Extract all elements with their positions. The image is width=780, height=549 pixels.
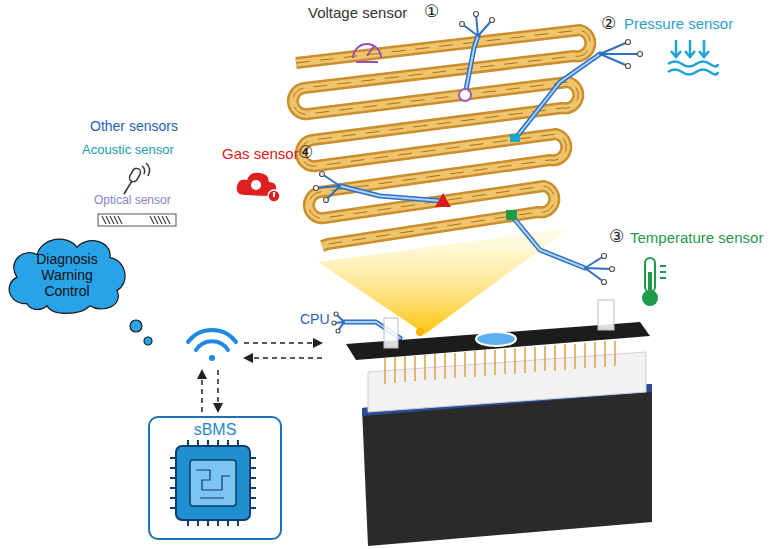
sensor-label: Acoustic sensor: [82, 143, 174, 158]
pressure-point: [510, 134, 520, 142]
chip-icon: [170, 440, 256, 526]
thought-bubble: [130, 320, 142, 332]
sensor-label: Pressure sensor: [624, 15, 733, 32]
temperature-point: [506, 210, 517, 220]
gauge-icon: [353, 44, 381, 62]
flexible-film: [293, 30, 590, 246]
gas-point: [435, 193, 451, 207]
voltage-point: [459, 89, 471, 101]
callout-number: ③: [609, 227, 624, 247]
wireless-links: [202, 343, 322, 412]
optical-fiber-icon: [98, 214, 176, 226]
sensor-leads: [314, 12, 643, 339]
thought-cloud: Diagnosis Warning Control: [2, 232, 132, 316]
thermometer-icon: [642, 258, 666, 306]
callout-number: ①: [424, 2, 439, 22]
group-label: Other sensors: [90, 118, 178, 134]
wifi-icon: [188, 330, 236, 361]
thought-bubble: [144, 337, 152, 345]
sensor-label: Optical sensor: [94, 194, 171, 208]
battery-cell: [346, 300, 652, 546]
box-title: sBMS: [156, 421, 274, 439]
component-label: CPU: [300, 311, 330, 327]
sensor-label: Voltage sensor: [308, 4, 407, 21]
sensor-label: Gas sensor: [222, 145, 299, 162]
sbms-box: sBMS: [148, 416, 282, 540]
callout-number: ②: [601, 14, 616, 34]
sensor-label: Temperature sensor: [630, 229, 763, 246]
pressure-icon: [668, 40, 718, 75]
cloud-text: Diagnosis Warning Control: [26, 251, 108, 299]
callout-number: ④: [298, 143, 313, 163]
gas-icon: [237, 173, 280, 202]
microphone-icon: [124, 163, 150, 194]
